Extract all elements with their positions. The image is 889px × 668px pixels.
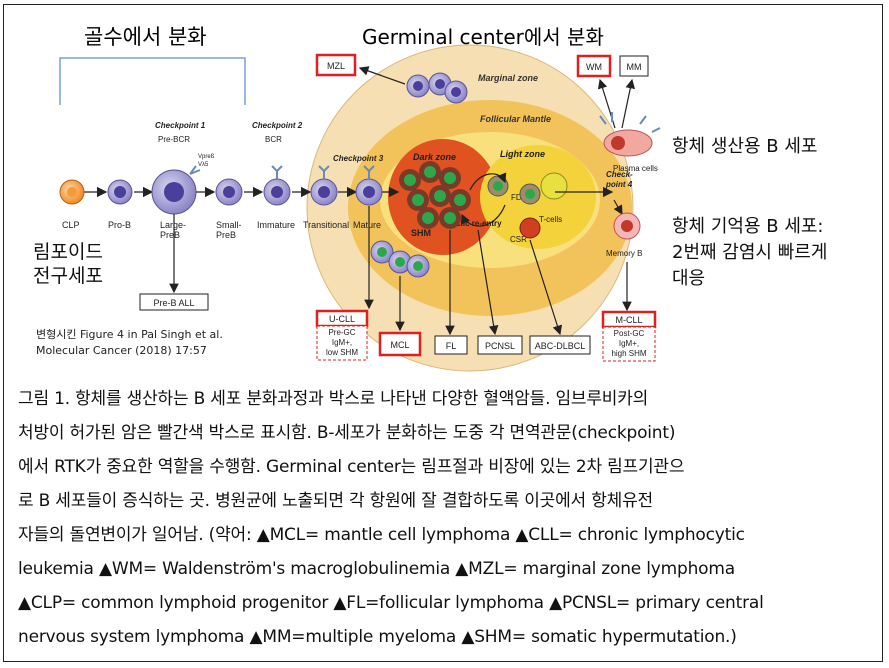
- mzl-label: MZL: [327, 61, 345, 71]
- csr-label: CSR: [510, 235, 527, 244]
- large-preb-cell: [151, 165, 201, 215]
- memory-annotation-2: 2번째 감염시 빠르게: [672, 242, 827, 263]
- memory-b-cell: [613, 212, 641, 240]
- germinal-center-header: Germinal center에서 분화: [362, 25, 604, 49]
- pcnsl-box: [477, 335, 523, 355]
- caption-line: ▲CLP= common lymphoid progenitor ▲FL=fol…: [18, 593, 764, 613]
- checkpoint4-label-2: point 4: [605, 180, 633, 189]
- cell-label-small-preb: Small-PreB: [216, 220, 242, 240]
- mature-cell: [355, 165, 383, 206]
- pre-b-all-label: Pre-B ALL: [153, 298, 194, 308]
- pcnsl-label: PCNSL: [485, 341, 515, 351]
- dark-zone-cell-cluster: [399, 161, 471, 229]
- tcells-label: T-cells: [539, 215, 562, 224]
- mm-box: [619, 55, 649, 77]
- marginal-zone-label: Marginal zone: [478, 73, 538, 83]
- clp-cell: [59, 179, 85, 205]
- pro-b-cell: [107, 179, 133, 205]
- b-cell-differentiation-diagram: 골수에서 분화 Germinal center에서 분화 Marginal zo…: [33, 25, 827, 372]
- transitional-cell: [310, 165, 338, 206]
- wm-box: [576, 54, 612, 78]
- caption-line: 자들의 돌연변이가 일어남. (약어: ▲MCL= mantle cell ly…: [18, 525, 745, 545]
- u-cll-detail-box: [316, 325, 368, 361]
- pre-bcr-label: Pre-BCR: [158, 135, 190, 144]
- u-cll-sub3: low SHM: [326, 348, 358, 357]
- figure-caption: 그림 1. 항체를 생산하는 B 세포 분화과정과 박스로 나타낸 다양한 혈액…: [18, 382, 868, 654]
- caption-line: 로 B 세포들이 증식하는 곳. 병원균에 노출되면 각 항원에 잘 결합하도록…: [18, 491, 653, 511]
- abc-dlbcl-label: ABC-DLBCL: [535, 341, 586, 351]
- cyclic-arrow-bottom: [461, 204, 506, 227]
- fdc-label: FDC: [511, 193, 528, 202]
- vpreb-label: Vpreß: [198, 154, 215, 160]
- small-preb-cell: [215, 178, 243, 206]
- u-cll-label: U-CLL: [329, 314, 355, 324]
- immature-cell: [263, 165, 291, 206]
- pre-b-all-box: [139, 293, 209, 311]
- dark-zone-label: Dark zone: [413, 152, 456, 162]
- cell-label-clp: CLP: [62, 220, 80, 230]
- mm-label: MM: [627, 62, 642, 72]
- bone-marrow-bracket: [59, 57, 246, 105]
- memory-annotation-1: 항체 기억용 B 세포:: [672, 216, 824, 237]
- u-cll-sub2: IgM+,: [332, 338, 352, 347]
- fl-box: [434, 335, 468, 355]
- source-note-2: Molecular Cancer (2018) 17:57: [36, 344, 207, 357]
- cell-label-immature: Immature: [257, 220, 295, 230]
- memory-annotation-3: 대응: [672, 268, 705, 289]
- vlambda5-label: Vλ5: [198, 162, 209, 168]
- checkpoint1-label: Checkpoint 1: [155, 121, 206, 130]
- plasma-cells-label: Plasma cells: [613, 164, 658, 173]
- mcl-label: MCL: [390, 340, 409, 350]
- cell-label-large-preb: Large-PreB: [160, 220, 186, 240]
- plasma-cell: [599, 112, 661, 157]
- wm-label: WM: [586, 62, 602, 72]
- cell-label-mature: Mature: [353, 220, 381, 230]
- cyclic-arrow-top: [469, 172, 507, 191]
- m-cll-sub2: IgM+,: [619, 339, 639, 348]
- caption-line: 처방이 허가된 암은 빨간색 박스로 표시함. B-세포가 분화하는 도중 각 …: [18, 423, 676, 443]
- checkpoint3-label: Checkpoint 3: [333, 154, 384, 163]
- m-cll-sub1: Post-GC: [614, 329, 645, 338]
- lymphoid-progenitor-label-1: 림포이드: [33, 241, 103, 263]
- caption-line: 그림 1. 항체를 생산하는 B 세포 분화과정과 박스로 나타낸 다양한 혈액…: [18, 389, 649, 409]
- u-cll-sub1: Pre-GC: [328, 328, 355, 337]
- marginal-zone-cells: [406, 72, 468, 104]
- m-cll-label: M-CLL: [615, 315, 642, 325]
- mantle-cells: [370, 240, 430, 278]
- bone-marrow-header: 골수에서 분화: [84, 25, 207, 49]
- checkpoint2-label: Checkpoint 2: [252, 121, 303, 130]
- memory-b-label: Memory B: [606, 249, 642, 258]
- m-cll-detail-box: [602, 326, 656, 362]
- cyclic-reentry-label: Cyclic re-entry: [446, 219, 502, 228]
- caption-line: 에서 RTK가 중요한 역할을 수행함. Germinal center는 림프…: [18, 457, 685, 477]
- follicular-mantle-label: Follicular Mantle: [480, 114, 551, 124]
- cell-label-pro-b: Pro-B: [108, 220, 131, 230]
- abc-dlbcl-box: [529, 335, 591, 355]
- cell-label-transitional: Transitional: [303, 220, 349, 230]
- plasma-annotation: 항체 생산용 B 세포: [672, 136, 817, 157]
- caption-line: nervous system lymphoma ▲MM=multiple mye…: [18, 627, 737, 647]
- mzl-box: [315, 53, 357, 77]
- checkpoint4-label-1: Check-: [606, 170, 633, 179]
- bcr-label: BCR: [265, 135, 282, 144]
- source-note-1: 변형시킨 Figure 4 in Pal Singh et al.: [36, 328, 223, 341]
- light-zone-label: Light zone: [500, 149, 545, 159]
- caption-line: leukemia ▲WM= Waldenström's macroglobuli…: [18, 559, 735, 579]
- fl-label: FL: [446, 341, 457, 351]
- lymphoid-progenitor-label-2: 전구세포: [33, 265, 103, 287]
- mcl-box: [378, 331, 422, 357]
- m-cll-sub3: high SHM: [611, 349, 646, 358]
- shm-label: SHM: [411, 228, 431, 238]
